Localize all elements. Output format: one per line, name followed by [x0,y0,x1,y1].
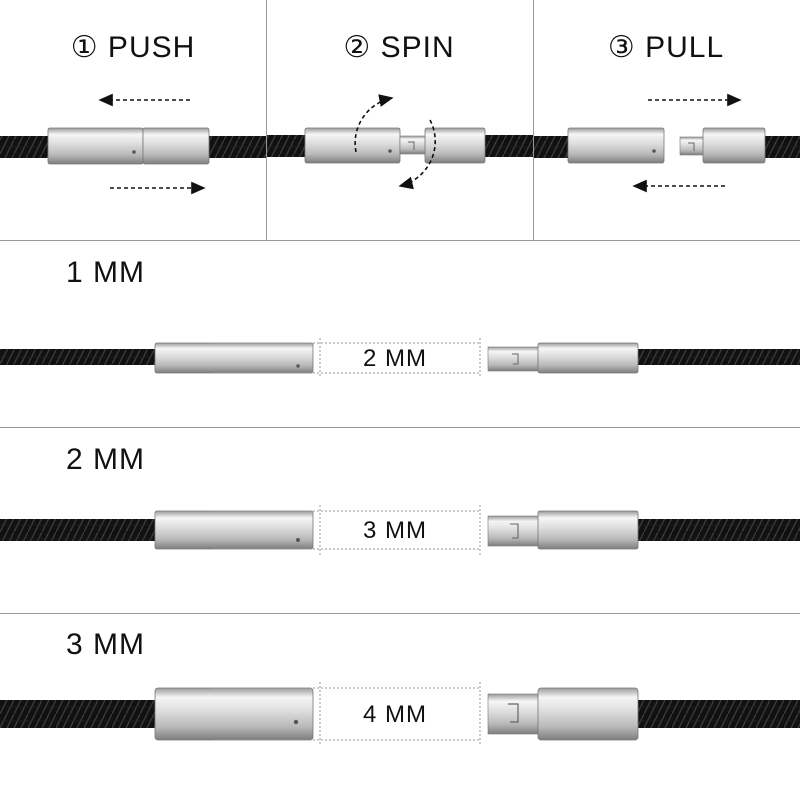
spin-arrow-bottom [398,119,437,190]
step-spin-title: ② SPIN [343,31,455,64]
push-cord [0,136,266,158]
pull-clasp [567,127,766,164]
row1-cord [0,349,800,365]
spin-arrow-top [354,94,394,153]
gap-size-label-2: 3 MM [363,517,427,544]
step-pull-title: ③ PULL [607,31,725,64]
divider-horizontal-3 [0,613,800,614]
row3-dimension [213,682,481,746]
row1-clasp [154,342,639,374]
pull-cord [534,136,800,158]
row3-clasp [154,687,639,741]
gap-size-label-3: 4 MM [363,701,427,728]
cord-size-label-1: 1 MM [66,256,145,289]
divider-horizontal-2 [0,427,800,428]
divider-vertical-1 [266,0,267,240]
spin-clasp [304,127,486,164]
cord-size-label-3: 3 MM [66,628,145,661]
row2-clasp [154,510,639,550]
divider-horizontal-1 [0,240,800,241]
spin-cord [267,135,533,157]
row1-dimension [213,338,481,378]
push-clasp [47,127,210,165]
row2-dimension [213,505,481,555]
step-push-title: ① PUSH [70,31,196,64]
row3-cord [0,700,800,728]
row2-cord [0,519,800,541]
gap-size-label-1: 2 MM [363,345,427,372]
divider-vertical-2 [533,0,534,240]
cord-size-label-2: 2 MM [66,443,145,476]
